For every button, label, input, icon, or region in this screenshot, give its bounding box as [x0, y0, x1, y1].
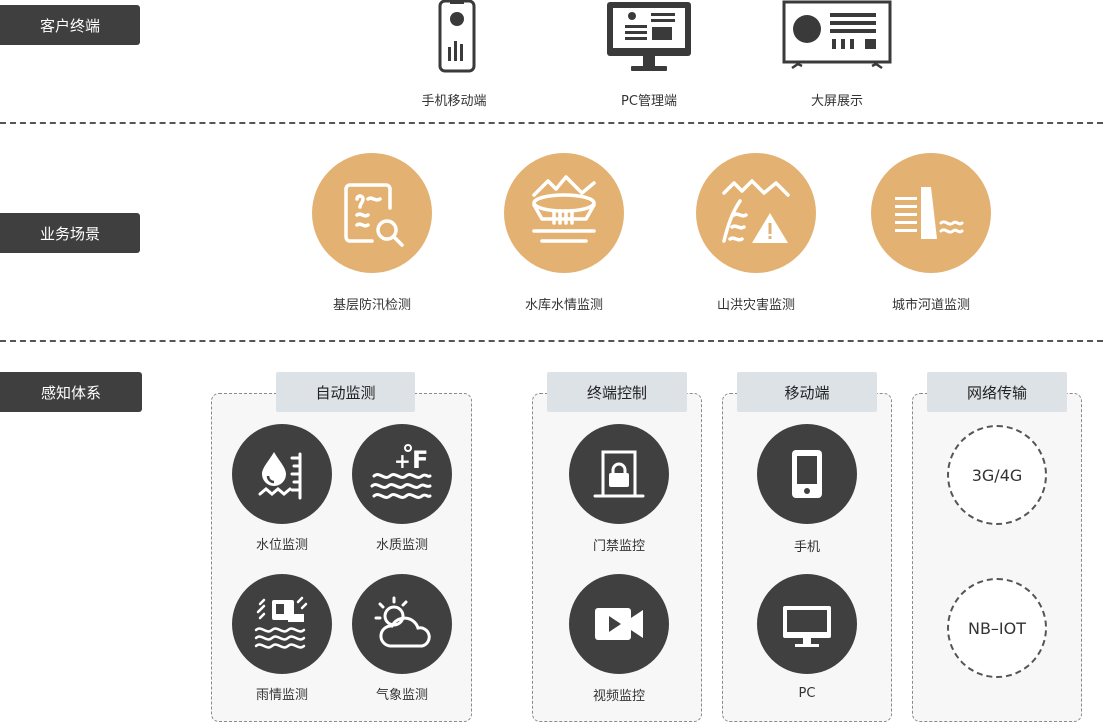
weather-sun-cloud-icon [374, 596, 431, 648]
scene-reservoir[interactable] [504, 153, 624, 273]
network-3g4g[interactable]: 3G/4G [947, 425, 1047, 525]
pc-label: PC [798, 686, 816, 701]
phone-icon [792, 450, 822, 498]
mobile-phone-icon [438, 0, 476, 73]
rain-label: 雨情监测 [255, 688, 309, 703]
group-mobile-title: 移动端 [737, 372, 877, 412]
water-quality-temperature-icon: + F [370, 444, 432, 499]
scene-reservoir-label: 水库水情监测 [524, 298, 604, 313]
document-search-icon [344, 183, 404, 247]
divider-middle [0, 340, 1103, 342]
client-bigscreen-label: 大屏展示 [810, 94, 864, 109]
client-pc[interactable] [605, 0, 693, 72]
section-label-business: 业务场景 [0, 213, 140, 253]
large-screen-icon [782, 0, 892, 70]
network-nb-iot[interactable]: NB–IOT [947, 578, 1047, 678]
client-mobile-label: 手机移动端 [421, 94, 487, 109]
water-level-icon [258, 452, 302, 500]
section-label-sensing: 感知体系 [0, 372, 142, 412]
door-lock-icon [593, 450, 645, 498]
scene-mountain-flood[interactable] [696, 153, 816, 273]
scene-urban-river[interactable] [871, 153, 991, 273]
rain-item[interactable] [232, 574, 332, 674]
weather-item[interactable] [352, 574, 452, 674]
water-level-item[interactable] [232, 424, 332, 524]
section-label-client: 客户终端 [0, 5, 140, 45]
pc-item[interactable] [757, 574, 857, 674]
svg-text:F: F [412, 446, 428, 474]
pc-monitor-icon [783, 606, 831, 647]
phone-label: 手机 [793, 540, 821, 555]
water-quality-label: 水质监测 [375, 538, 429, 553]
weather-label: 气象监测 [375, 688, 429, 703]
phone-item[interactable] [757, 424, 857, 524]
group-network-title: 网络传输 [927, 372, 1067, 412]
video-monitor-label: 视频监控 [592, 689, 646, 704]
client-mobile[interactable] [437, 0, 477, 73]
scene-mountain-flood-label: 山洪灾害监测 [716, 298, 796, 313]
group-terminal-control-title: 终端控制 [547, 372, 687, 412]
water-level-label: 水位监测 [255, 538, 309, 553]
scene-flood-prevention[interactable] [312, 153, 432, 273]
mountain-flood-warning-icon [722, 179, 790, 243]
door-monitor-label: 门禁监控 [592, 539, 646, 554]
reservoir-dam-icon [532, 175, 596, 243]
river-channel-icon [895, 187, 964, 239]
scene-flood-prevention-label: 基层防汛检测 [332, 298, 412, 313]
svg-text:+: + [394, 449, 411, 473]
client-bigscreen[interactable] [782, 0, 892, 72]
client-pc-label: PC管理端 [621, 94, 677, 109]
video-monitor-item[interactable] [569, 574, 669, 674]
video-camera-icon [595, 608, 643, 640]
divider-top [0, 122, 1103, 124]
rain-monitor-icon [254, 596, 308, 649]
desktop-monitor-icon [607, 2, 691, 71]
water-quality-item[interactable]: + F [352, 424, 452, 524]
scene-urban-river-label: 城市河道监测 [891, 298, 971, 313]
door-monitor-item[interactable] [569, 424, 669, 524]
group-auto-monitor-title: 自动监测 [276, 372, 415, 412]
